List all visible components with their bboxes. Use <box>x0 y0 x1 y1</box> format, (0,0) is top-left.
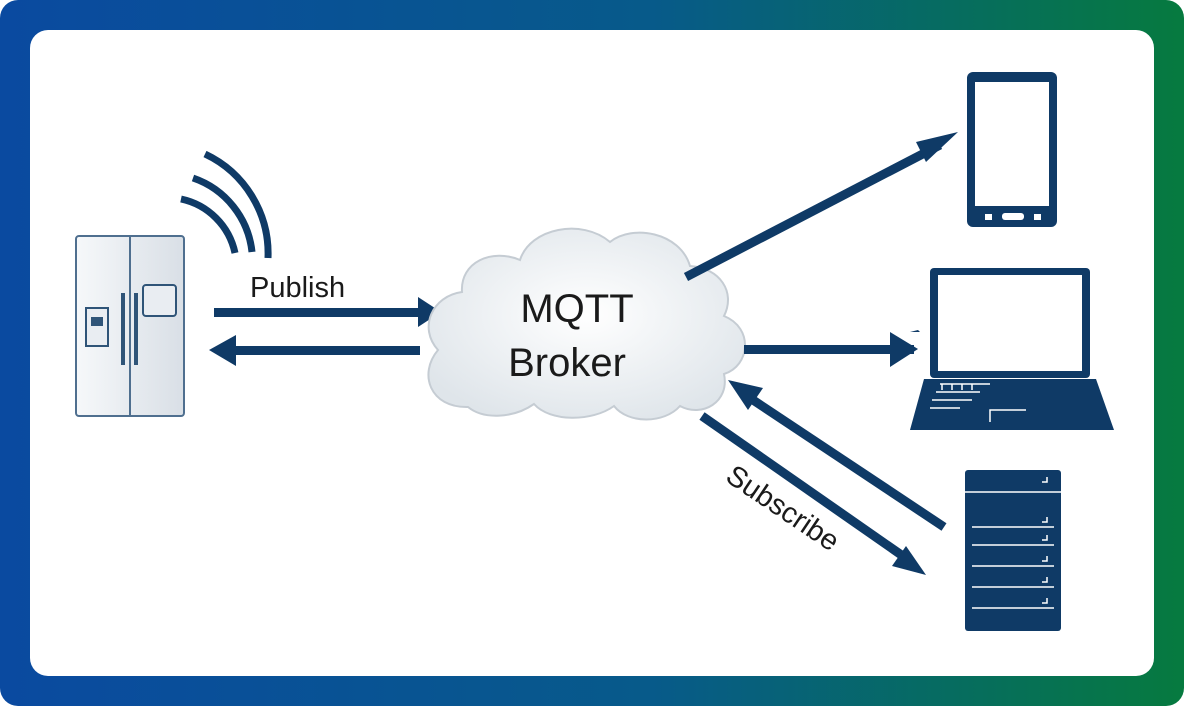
server-rack-icon <box>965 470 1061 631</box>
subscribe-arrow <box>728 380 947 531</box>
laptop-icon <box>910 268 1114 430</box>
broker-title-line2: Broker <box>508 341 626 385</box>
smartphone-icon <box>967 72 1057 227</box>
publish-arrow <box>214 297 441 327</box>
mqtt-diagram: Publish MQTT Broker <box>75 72 1114 631</box>
publish-label: Publish <box>250 272 345 304</box>
refrigerator-icon <box>75 235 185 417</box>
arrow-to-laptop <box>744 330 920 367</box>
broker-title-line1: MQTT <box>520 287 633 331</box>
return-arrow <box>209 335 420 366</box>
broker-cloud: MQTT Broker <box>427 227 746 421</box>
arrow-to-smartphone <box>683 132 958 281</box>
diagram-card: Publish MQTT Broker <box>30 30 1154 676</box>
arrow-to-server <box>699 412 926 575</box>
wireless-signal-icon <box>180 150 272 259</box>
